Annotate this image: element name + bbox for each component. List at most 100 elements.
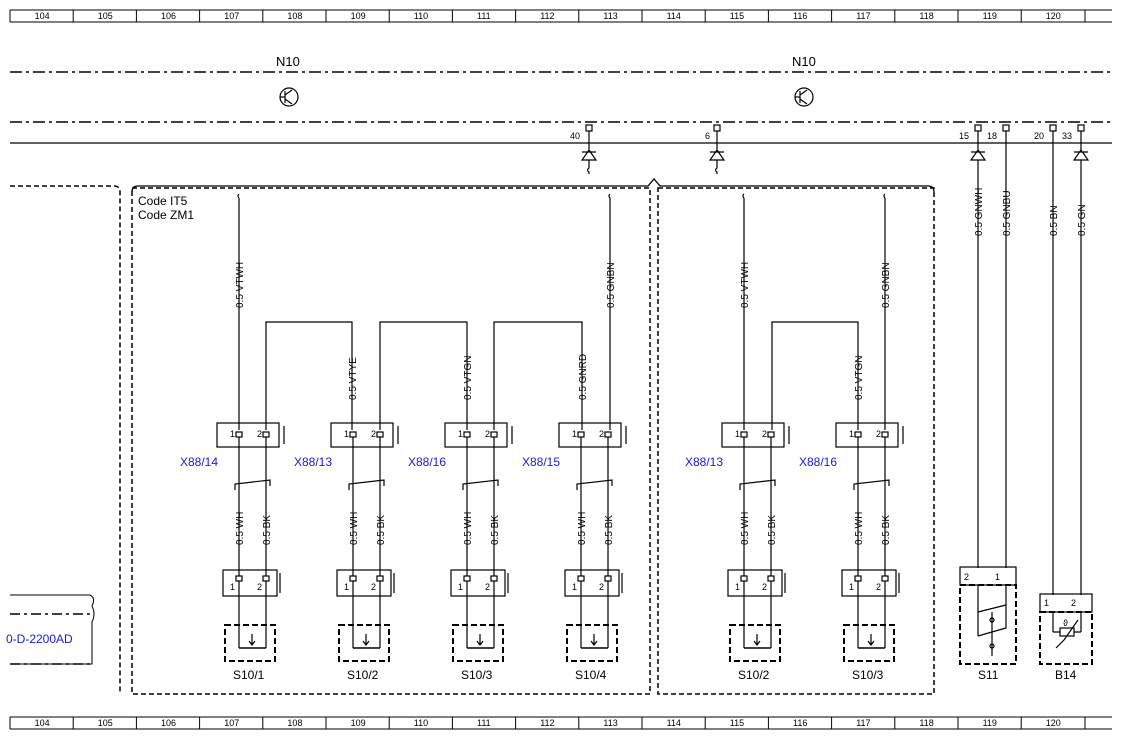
ruler-number: 105	[98, 718, 113, 728]
ruler-number: 108	[287, 11, 302, 21]
pin-socket	[974, 124, 982, 132]
connector-block	[841, 569, 897, 597]
ruler-number: 116	[793, 718, 807, 728]
ruler-number: 119	[983, 718, 997, 728]
wire-label: 0.5 BK	[604, 515, 615, 545]
twist-marker	[462, 479, 499, 490]
switch-arrow-icon	[867, 634, 875, 646]
ref-box	[10, 594, 95, 665]
ruler-number: 114	[667, 11, 681, 21]
pin-number: 18	[987, 131, 997, 141]
switch-box	[566, 624, 618, 662]
ruler-number: 111	[477, 11, 491, 21]
pin-number: 2	[485, 429, 490, 439]
wire-label: 0.5 VTGN	[854, 356, 865, 400]
ruler-number: 117	[856, 718, 870, 728]
pin-number: 15	[959, 131, 969, 141]
switch-box	[452, 624, 504, 662]
pin-number: 1	[230, 582, 235, 592]
wire-label: 0.5 WH	[349, 512, 360, 545]
wire-label: 0.5 WH	[740, 512, 751, 545]
pin-number: 1	[735, 582, 740, 592]
wire-label: 0.5 GNBU	[1002, 190, 1013, 236]
wire-end	[742, 193, 745, 199]
pin-number: 2	[599, 582, 604, 592]
pin-number: 2	[257, 429, 262, 439]
wire-label: 0.5 WH	[577, 512, 588, 545]
sensor-box	[1039, 611, 1093, 665]
ruler-number: 115	[730, 11, 744, 21]
pin-number: 33	[1062, 131, 1072, 141]
component-label: S10/1	[233, 668, 265, 682]
twist-marker	[348, 479, 385, 490]
ruler-number: 118	[919, 11, 933, 21]
code-box-brace	[138, 178, 935, 193]
connector-link: X88/14	[180, 455, 218, 469]
connector-block	[564, 569, 620, 597]
switch-arrow-icon	[590, 634, 598, 646]
ruler-number: 112	[540, 718, 554, 728]
pin-number: 2	[599, 429, 604, 439]
pin-number: 1	[735, 429, 740, 439]
switch-arrow-icon	[362, 634, 370, 646]
ruler-number: 105	[98, 11, 113, 21]
wire-break	[714, 160, 718, 174]
wire-label: 0.5 VTWH	[235, 262, 246, 308]
code-label-1: Code IT5	[138, 194, 188, 208]
pin-number: 2	[876, 582, 881, 592]
connector-link: X88/13	[685, 455, 723, 469]
twist-marker	[576, 479, 613, 490]
ruler-number: 107	[224, 718, 239, 728]
wire-label: 0.5 VTGN	[463, 356, 474, 400]
connector-block	[835, 422, 899, 448]
twist-marker	[739, 479, 776, 490]
transistor-icon	[279, 87, 299, 107]
pin-number: 6	[705, 131, 710, 141]
diagram-reference-link[interactable]: 0-D-2200AD	[6, 632, 73, 646]
pin-number: 1	[344, 582, 349, 592]
component-label: S10/4	[575, 668, 607, 682]
ruler-number: 112	[540, 11, 554, 21]
pin-number: 1	[849, 582, 854, 592]
pin-number: 1	[572, 582, 577, 592]
wire-label: 0.5 BK	[767, 515, 778, 545]
ruler-number: 118	[919, 718, 933, 728]
pin-number: 2	[876, 429, 881, 439]
wire-label: 0.5 GNWH	[974, 188, 985, 236]
pin-number: 40	[570, 131, 580, 141]
wire-label: 0.5 WH	[854, 512, 865, 545]
pressure-switch-icon	[977, 604, 1007, 656]
connector-block	[444, 422, 508, 448]
wire-end	[608, 193, 611, 199]
wire-label: 0.5 WH	[235, 512, 246, 545]
switch-box	[338, 624, 390, 662]
wire-break	[586, 160, 590, 174]
connector-block	[330, 422, 394, 448]
pin-socket	[1002, 124, 1010, 132]
pin-socket	[713, 124, 721, 132]
wire-label: 0.5 WH	[463, 512, 474, 545]
connector-link: X88/13	[294, 455, 332, 469]
code-box-2	[657, 187, 935, 695]
connector-block	[558, 422, 622, 448]
pin-number: 1	[458, 582, 463, 592]
module-label-n10: N10	[276, 54, 300, 69]
component-label: S10/3	[852, 668, 884, 682]
theta-symbol: ϑ	[1063, 618, 1068, 628]
switch-box	[959, 584, 1017, 665]
pin-number: 2	[762, 429, 767, 439]
twist-marker	[234, 479, 271, 490]
pin-number: 2	[371, 429, 376, 439]
ruler-number: 110	[414, 11, 428, 21]
wire-label: 0.5 BN	[1049, 205, 1060, 236]
module-label-n10: N10	[792, 54, 816, 69]
wire-label: 0.5 BK	[490, 515, 501, 545]
ruler-number: 108	[287, 718, 302, 728]
wire-label: 0.5 BK	[881, 515, 892, 545]
switch-box	[224, 624, 276, 662]
transistor-icon	[794, 87, 814, 107]
ruler-number: 109	[351, 11, 366, 21]
twist-marker	[853, 479, 890, 490]
